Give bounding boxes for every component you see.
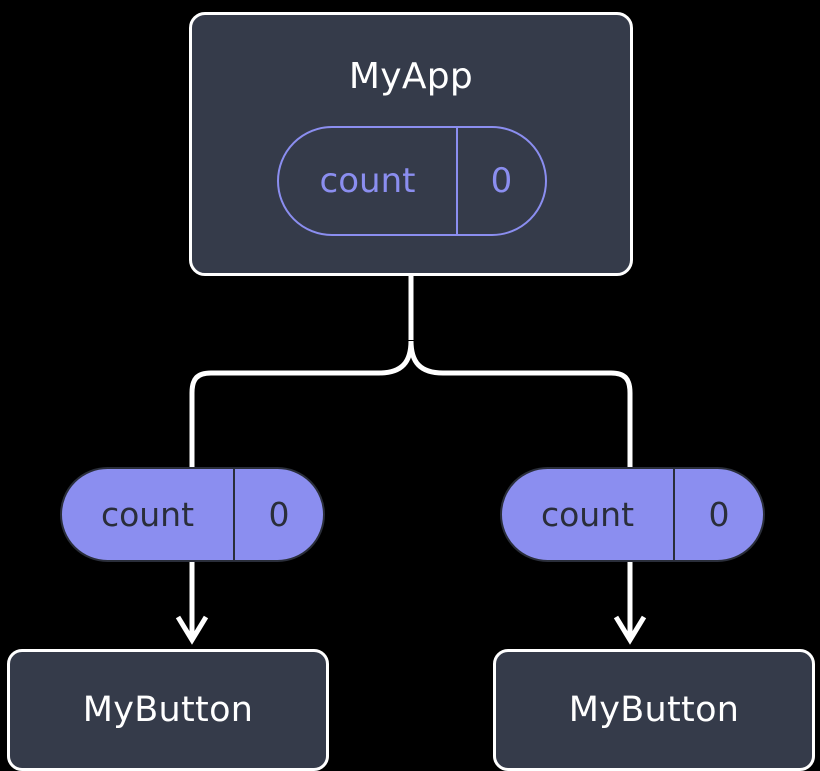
state-chip-root-value: 0 (490, 161, 513, 201)
arrow-head-left-icon (175, 615, 209, 645)
state-chip-child-left-key: count (62, 469, 235, 560)
state-chip-child-right-key: count (502, 469, 675, 560)
connector-branch-left (189, 370, 212, 470)
root-title: MyApp (348, 56, 474, 97)
arrow-head-right-icon (613, 615, 647, 645)
node-mybutton-left-title: MyButton (82, 689, 254, 730)
connector-fork-right (408, 340, 611, 376)
state-chip-root-key: count (279, 128, 458, 234)
state-chip-child-left-value: 0 (268, 495, 290, 534)
node-mybutton-right-title: MyButton (568, 689, 740, 730)
connector-fork-left (211, 340, 414, 376)
connector-branch-right (610, 370, 633, 470)
node-mybutton-left[interactable]: MyButton (7, 649, 329, 771)
node-mybutton-right[interactable]: MyButton (493, 649, 815, 771)
state-chip-root[interactable]: count 0 (277, 126, 547, 236)
state-chip-child-left[interactable]: count 0 (60, 467, 325, 562)
state-chip-child-right-value: 0 (708, 495, 730, 534)
state-chip-child-right[interactable]: count 0 (500, 467, 765, 562)
